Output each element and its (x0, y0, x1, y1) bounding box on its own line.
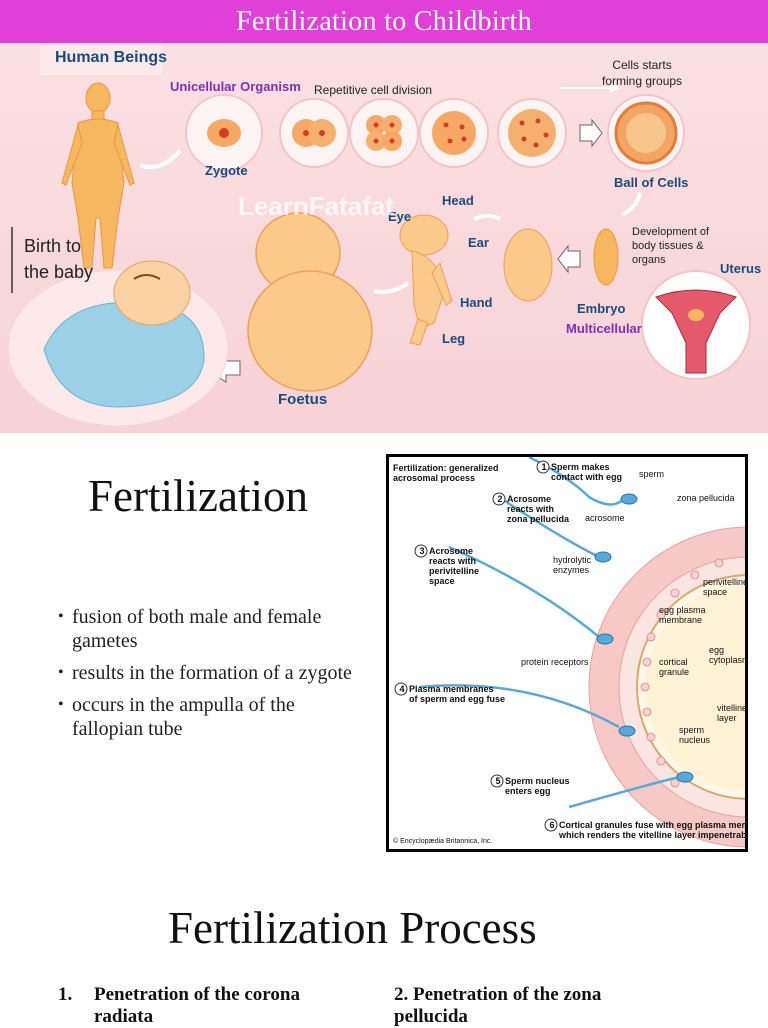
step-2-number: 2 (497, 494, 503, 504)
cell-division-sequence (279, 98, 567, 168)
vitelline-layer-label: vitelline layer (717, 703, 748, 723)
repetitive-division-label: Repetitive cell division (314, 83, 433, 97)
bullet-item: results in the formation of a zygote (58, 661, 358, 685)
step-4-text: Plasma membranes of sperm and egg fuse (409, 684, 506, 704)
egg-cytoplasm-label: egg cytoplasm (709, 645, 748, 665)
process-heading: Fertilization Process (168, 903, 537, 953)
cortical-granule-label: cortical granule (659, 657, 690, 677)
cell-nuclei (303, 118, 549, 148)
bullet-item: occurs in the ampulla of the fallopian t… (58, 693, 358, 741)
zygote-label: Zygote (205, 163, 248, 178)
process-item-1-number: 1. (58, 984, 73, 1005)
hydrolytic-label: hydrolytic enzymes (553, 555, 592, 575)
infographic-panel: Human Beings Unicellular Organism Repeti… (0, 43, 768, 433)
multicellular-label: Multicellular (566, 321, 642, 336)
diagram-credit: © Encyclopædia Britannica, Inc. (393, 838, 493, 845)
perivitelline-label: perivitelline space (703, 577, 748, 597)
head-label: Head (442, 193, 474, 208)
human-beings-label: Human Beings (55, 49, 168, 66)
cells-groups-label: Cells starts forming groups (602, 58, 683, 88)
step-5-number: 5 (495, 776, 501, 786)
sperm-tails (418, 457, 680, 809)
infographic-illustration (7, 45, 751, 427)
leg-label: Leg (442, 331, 466, 346)
step-6-text: Cortical granules fuse with egg plasma m… (559, 820, 747, 840)
eye-label: Eye (388, 209, 412, 224)
sperm-heads (594, 493, 694, 783)
human-silhouette (61, 82, 135, 269)
step-3-number: 3 (419, 546, 425, 556)
egg-illustration (394, 457, 745, 848)
big-foetus (247, 212, 373, 392)
human-beings-box (40, 45, 162, 75)
sperm-nucleus-label: sperm nucleus (679, 725, 711, 745)
fertilization-heading: Fertilization (88, 471, 308, 521)
zona-label: zona pellucida (677, 493, 735, 503)
acrosomal-process-diagram: Fertilization: generalized acrosomal pro… (386, 454, 748, 852)
step-3-text: Acrosome reacts with perivitelline space (429, 546, 480, 586)
bullet-item: fusion of both male and female gametes (58, 605, 358, 653)
step-5-text: Sperm nucleus enters egg (505, 776, 570, 796)
step-4-number: 4 (399, 684, 405, 694)
process-item-1: Penetration of the corona radiata (94, 984, 300, 1027)
step-2-text: Acrosome reacts with zona pellucida (507, 494, 570, 524)
foetus-label: Foetus (278, 391, 328, 408)
egg-plasma-label: egg plasma membrane (659, 605, 706, 625)
watermark-text: LearnFatafat (238, 191, 395, 221)
protein-receptors-label: protein receptors (521, 657, 589, 667)
hand-label: Hand (460, 295, 493, 310)
acrosome-label: acrosome (585, 513, 625, 523)
step-6-number: 6 (549, 820, 555, 830)
sperm-label: sperm (639, 469, 665, 479)
unicellular-label: Unicellular Organism (170, 79, 301, 94)
birth-label: Birth to the baby (24, 236, 94, 282)
ball-of-cells-label: Ball of Cells (614, 175, 689, 190)
development-label: Development of body tissues & organs (632, 226, 710, 266)
slide-title-bar: Fertilization to Childbirth (0, 0, 768, 43)
process-item-2: 2. Penetration of the zona pellucida (394, 984, 602, 1027)
foetus-with-limbs (399, 214, 453, 346)
fertilization-bullets: fusion of both male and female gametes r… (58, 605, 358, 749)
cortical-granules (640, 558, 724, 788)
slide-title: Fertilization to Childbirth (236, 5, 532, 37)
embryo-label: Embryo (577, 301, 626, 316)
uterus-label: Uterus (720, 261, 762, 276)
step-circles (394, 460, 558, 832)
step-1-number: 1 (541, 462, 547, 472)
ear-label: Ear (468, 235, 489, 250)
diagram-title: Fertilization: generalized acrosomal pro… (393, 463, 499, 483)
step-1-text: Sperm makes contact with egg (551, 462, 623, 482)
